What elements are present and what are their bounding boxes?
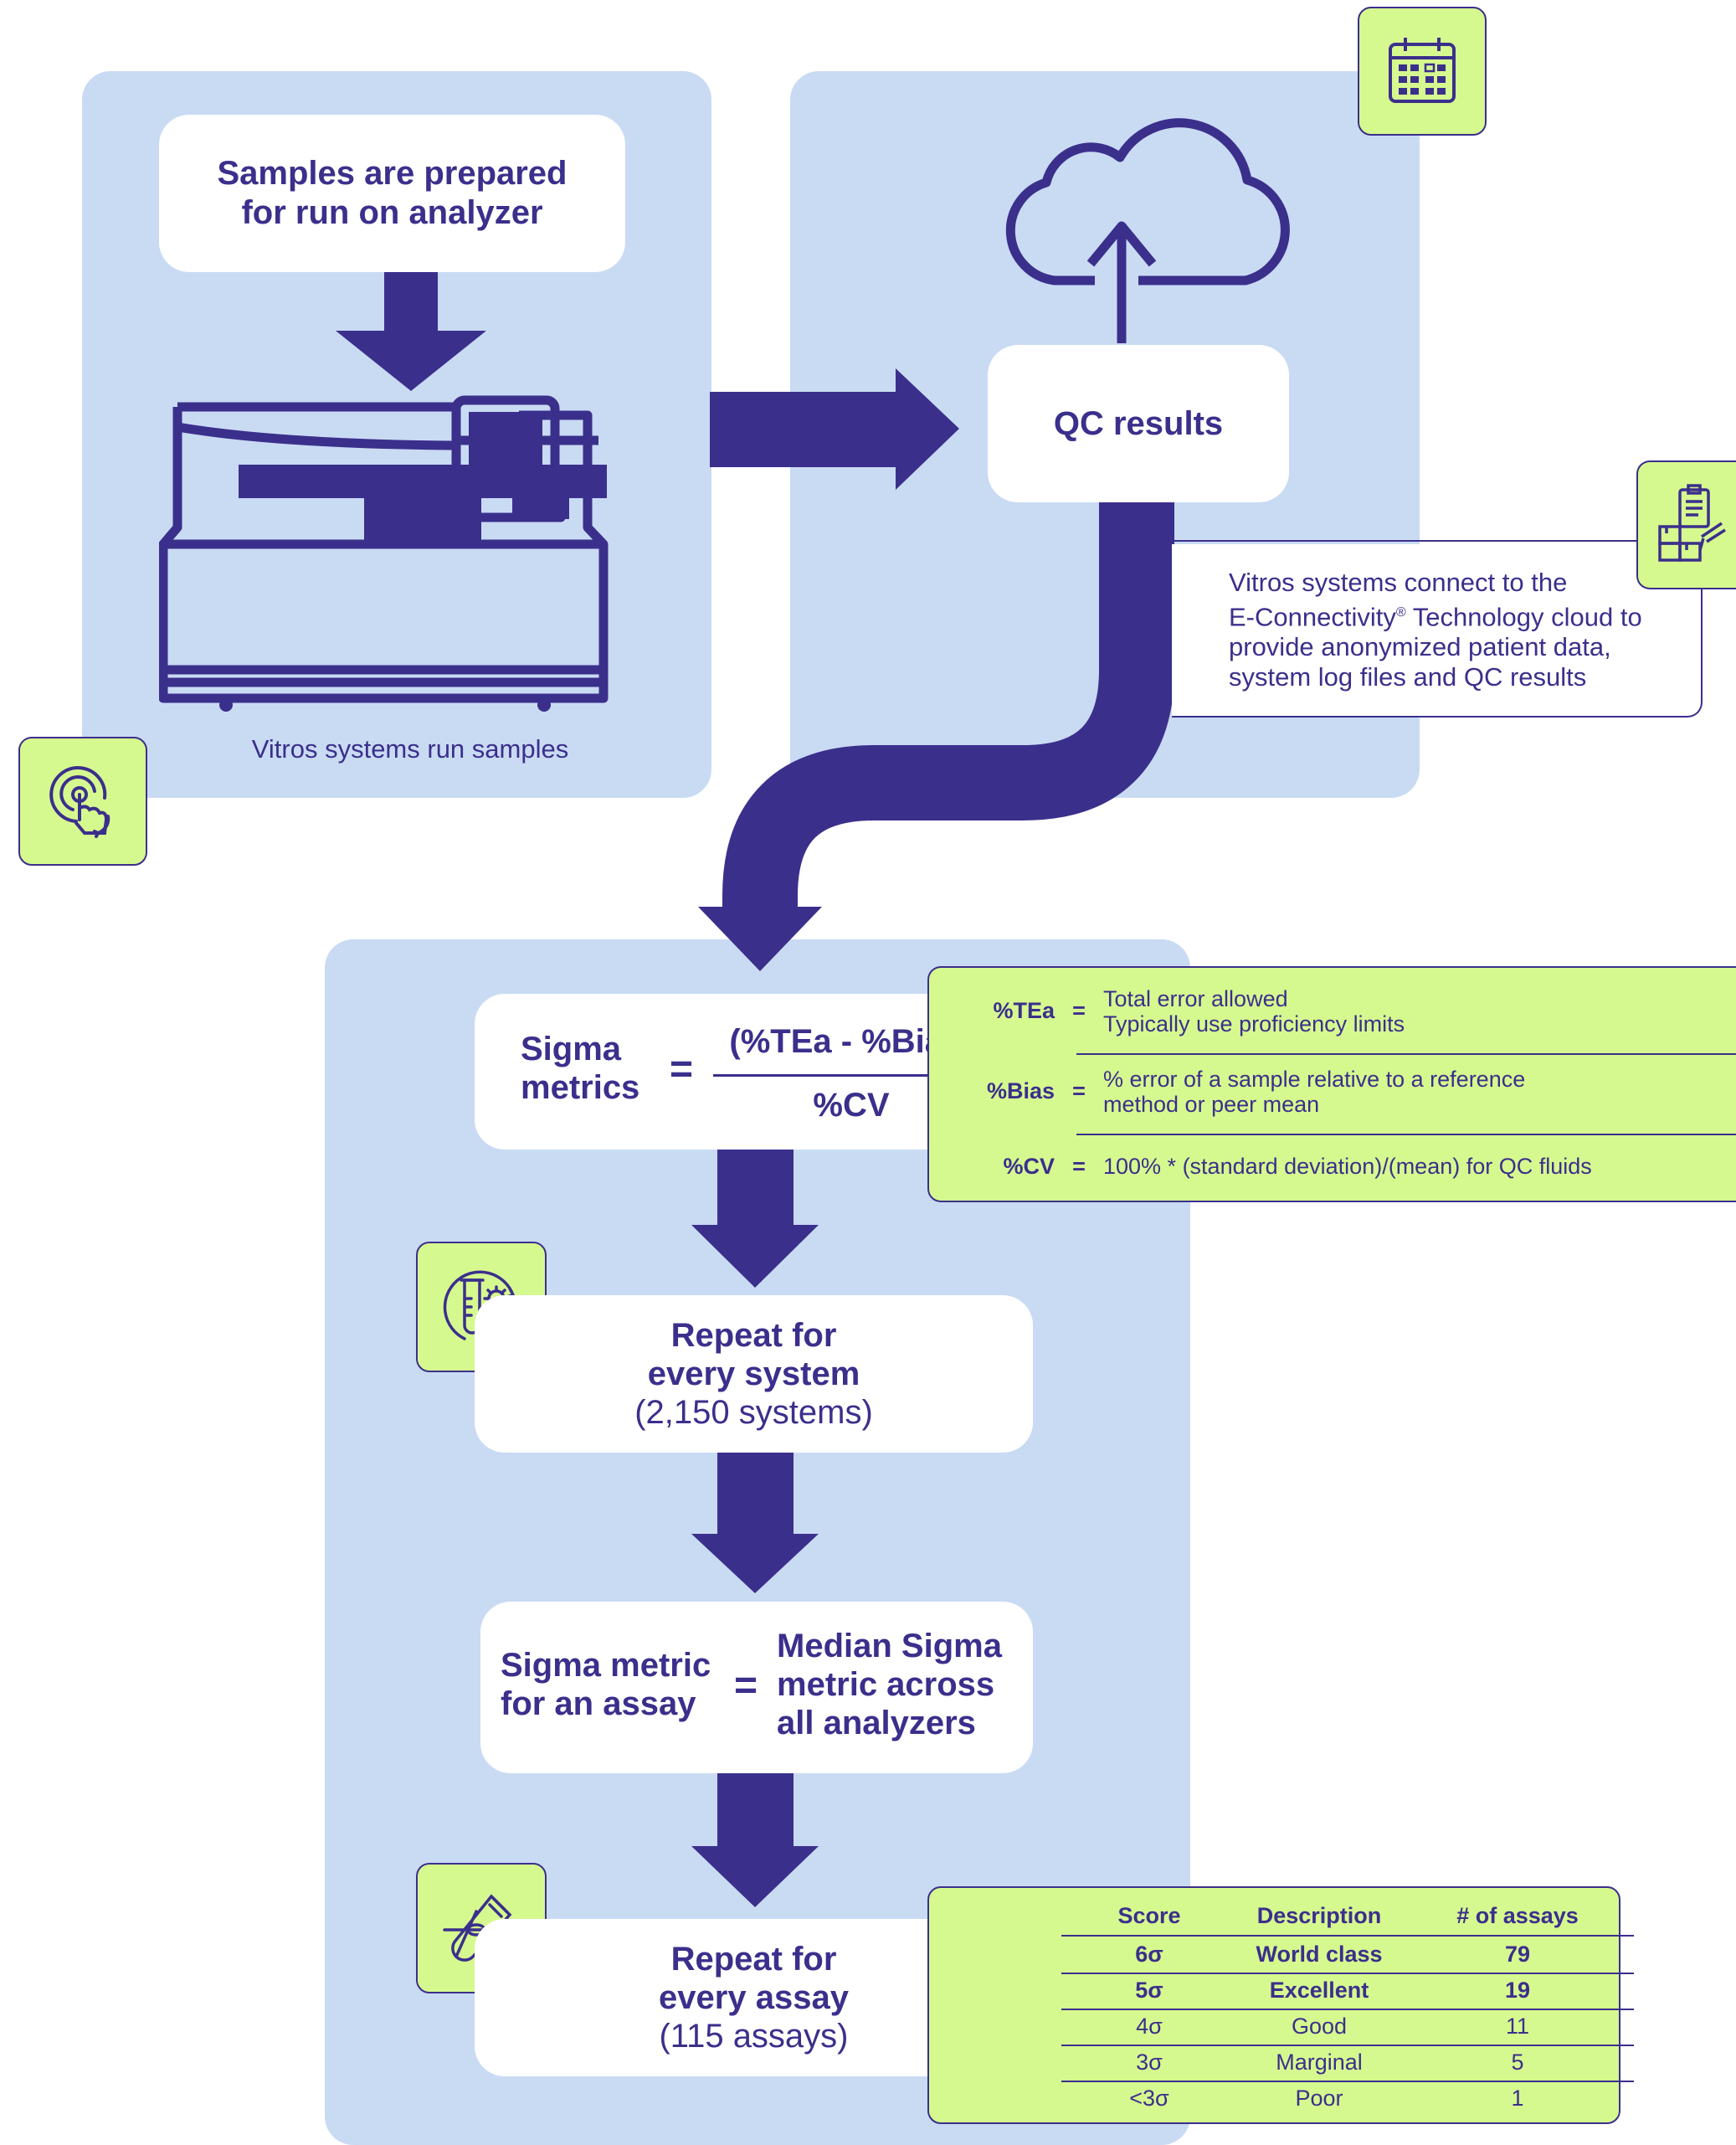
table-row: 5σ Excellent 19 xyxy=(1135,1978,1531,2003)
arrow-s-curve-head xyxy=(698,907,822,971)
table-divider xyxy=(1061,2081,1634,2082)
header-score: Score xyxy=(1117,1903,1181,1928)
swab-tube-icon xyxy=(439,1886,523,1970)
samples-prepared-line2: for run on analyzer xyxy=(241,194,543,231)
definition-eq: = xyxy=(1072,1078,1086,1103)
sigma-equals: = xyxy=(670,1047,694,1092)
assay-metric-lhs: Sigma metric for an assay xyxy=(501,1646,711,1723)
qc-results-box: QC results xyxy=(988,345,1289,502)
table-row: 3σ Marginal 5 xyxy=(1136,2050,1524,2075)
assay-lhs-line1: Sigma metric xyxy=(501,1647,711,1684)
touch-badge xyxy=(18,737,147,866)
score-table: Score Description # of assays 6σ World c… xyxy=(927,1886,1634,2124)
arrow-right-1 xyxy=(710,368,959,490)
legend-divider-1 xyxy=(1076,1053,1736,1055)
definition-term: %TEa xyxy=(993,998,1055,1023)
sigma-denominator: %CV xyxy=(813,1087,890,1124)
samples-prepared-box: Samples are prepared for run on analyzer xyxy=(159,115,625,272)
legend-divider-2 xyxy=(1076,1134,1736,1135)
definition-row-bias: %Bias = % error of a sample relative to … xyxy=(929,1067,1736,1117)
samples-prepared-line1: Samples are prepared xyxy=(217,155,568,192)
assay-rhs-line3: all analyzers xyxy=(777,1705,976,1741)
repeat-assay-line1: Repeat for xyxy=(670,1941,837,1978)
note-line3: provide anonymized patient data, xyxy=(1229,632,1611,662)
clipboard-badge xyxy=(1636,460,1736,589)
assay-metric-box xyxy=(480,1602,1033,1773)
repeat-system-count: (2,150 systems) xyxy=(634,1394,873,1431)
assay-equals: = xyxy=(734,1664,758,1708)
definition-eq: = xyxy=(1072,998,1086,1023)
sigma-lhs-line1: Sigma xyxy=(521,1031,622,1067)
definition-text: 100% * (standard deviation)/(mean) for Q… xyxy=(1103,1154,1592,1179)
assay-metric-rhs: Median Sigma metric across all analyzers xyxy=(777,1627,1002,1742)
note-line4: system log files and QC results xyxy=(1229,662,1587,692)
repeat-assay-line2: every assay xyxy=(659,1979,849,2016)
analyzer-machine-icon xyxy=(159,394,619,712)
score-table-grid: Score Description # of assays 6σ World c… xyxy=(1061,1898,1634,2116)
calendar-icon xyxy=(1385,34,1459,108)
assay-rhs-line1: Median Sigma xyxy=(777,1628,1002,1664)
fraction-bar xyxy=(713,1074,989,1077)
qc-results-label: QC results xyxy=(1053,404,1224,442)
table-row: <3σ Poor 1 xyxy=(1129,2086,1524,2111)
sigma-lhs-line2: metrics xyxy=(521,1069,640,1106)
score-table-header: Score Description # of assays xyxy=(1061,1898,1634,1934)
arrow-down-4 xyxy=(691,1773,819,1907)
assay-lhs-line2: for an assay xyxy=(501,1685,696,1722)
clipboard-boxes-icon xyxy=(1655,483,1730,567)
arrow-down-3 xyxy=(691,1453,819,1593)
assay-rhs-line2: metric across xyxy=(777,1666,995,1703)
header-description: Description xyxy=(1256,1903,1382,1928)
repeat-assay-count: (115 assays) xyxy=(659,2018,849,2055)
definition-term: %Bias xyxy=(986,1078,1055,1103)
note-line1: Vitros systems connect to the xyxy=(1229,568,1568,597)
connectivity-note xyxy=(1172,544,1703,718)
definition-term: %CV xyxy=(1003,1154,1055,1179)
arrow-s-curve xyxy=(722,502,1174,908)
sigma-formula-lhs: Sigma metrics xyxy=(521,1030,639,1107)
definition-row-cv: %CV = 100% * (standard deviation)/(mean)… xyxy=(929,1154,1736,1179)
header-count: # of assays xyxy=(1456,1903,1579,1928)
connectivity-note-top-border xyxy=(1172,540,1641,542)
table-divider xyxy=(1061,2045,1634,2046)
touch-hand-icon xyxy=(43,761,123,841)
note-line2: E-Connectivity® Technology cloud to xyxy=(1229,602,1642,632)
caption-run-samples: Vitros systems run samples xyxy=(251,734,569,764)
cloud-upload-icon xyxy=(994,100,1296,293)
repeat-system-line2: every system xyxy=(647,1355,860,1392)
repeat-system-box: Repeat for every system (2,150 systems) xyxy=(475,1295,1033,1453)
connectivity-note-text: Vitros systems connect to the E-Connecti… xyxy=(1229,568,1697,692)
table-divider xyxy=(1061,2009,1634,2010)
definition-eq: = xyxy=(1072,1154,1086,1179)
repeat-system-line1: Repeat for xyxy=(670,1317,837,1354)
table-row: 4σ Good 11 xyxy=(1136,2014,1530,2039)
table-row: 6σ World class 79 xyxy=(1135,1942,1531,1967)
calendar-badge xyxy=(1358,7,1487,136)
definition-text: % error of a sample relative to a refere… xyxy=(1103,1067,1526,1117)
arrow-down-1 xyxy=(336,272,486,391)
table-divider xyxy=(1061,1973,1634,1974)
arrow-down-2 xyxy=(691,1150,819,1288)
table-divider xyxy=(1061,1935,1634,1937)
